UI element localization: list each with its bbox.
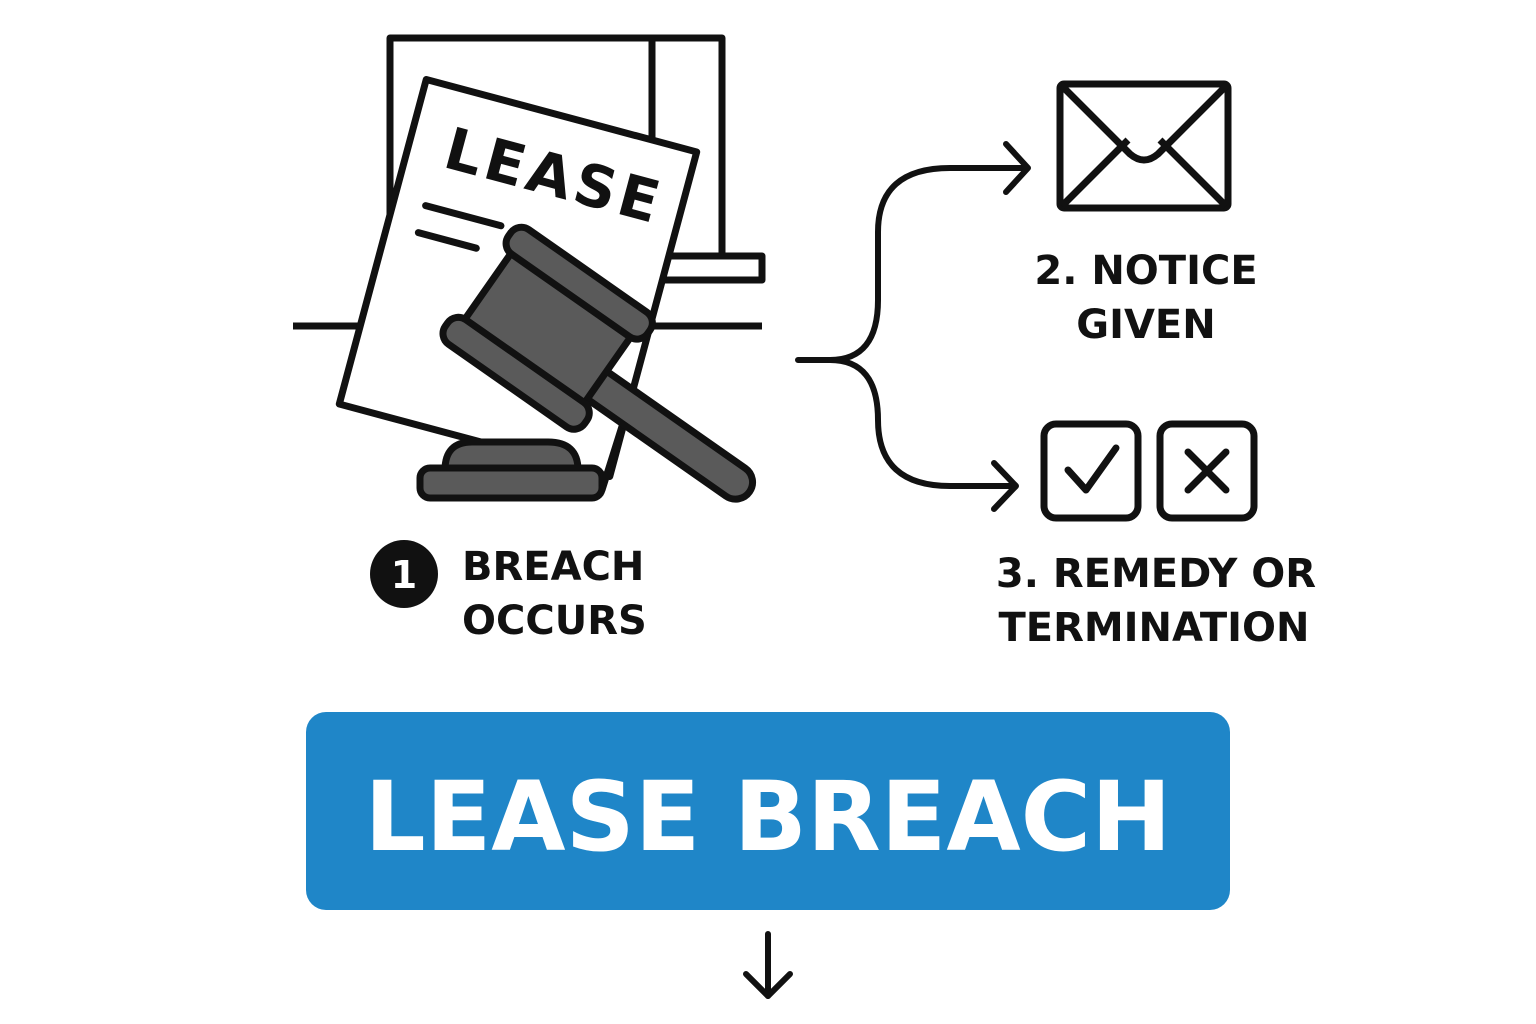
arrowhead-top	[1003, 141, 1031, 195]
arrowhead-bottom	[991, 460, 1019, 512]
step1-label-line1: BREACH	[462, 544, 644, 590]
step1-badge-number: 1	[391, 553, 417, 597]
arrow-down-icon	[743, 931, 793, 999]
checkbox-check-icon	[1040, 420, 1142, 522]
gavel-icon	[416, 223, 757, 503]
step1-label-line2: OCCURS	[462, 598, 647, 644]
banner-title: LEASE BREACH	[365, 761, 1172, 873]
step1-badge: 1	[370, 540, 438, 608]
envelope-icon	[1056, 80, 1232, 212]
step2-label-line2: GIVEN	[1076, 302, 1215, 348]
step3-label-line2: TERMINATION	[998, 605, 1309, 651]
branch-line	[795, 165, 1027, 363]
step3-label-line1: 3. REMEDY OR	[996, 551, 1316, 597]
checkbox-x-icon	[1156, 420, 1258, 522]
lease-breach-banner: LEASE BREACH	[306, 712, 1230, 910]
banner-background	[306, 712, 1230, 910]
branch-line	[827, 357, 1013, 489]
step2-label-line1: 2. NOTICE	[1034, 248, 1257, 294]
branch-connector	[795, 141, 1031, 512]
